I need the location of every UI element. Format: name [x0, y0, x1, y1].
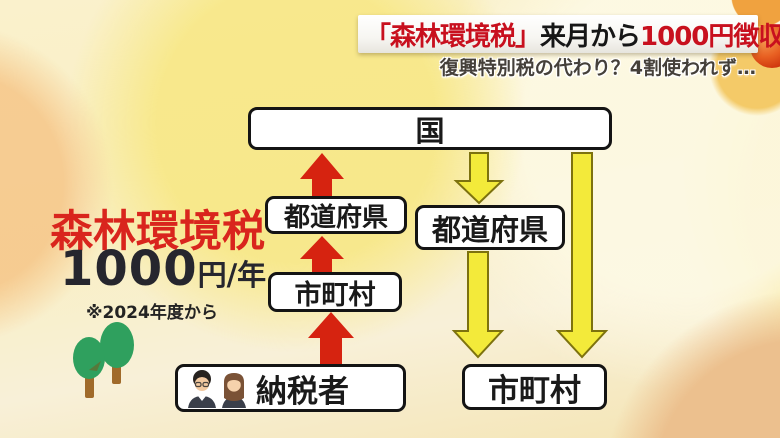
red-arrow-nozeisha-to-shichoson — [308, 312, 354, 364]
node-todofuken-left: 都道府県 — [265, 196, 407, 234]
tax-amount: 1000円/年 — [60, 241, 266, 297]
man-icon — [188, 370, 216, 408]
man-and-woman-icon — [188, 370, 246, 408]
tax-start-note: ※2024年度から — [86, 303, 218, 323]
sub-headline: 復興特別税の代わり？4割使われず… — [439, 57, 756, 79]
headline-middle-text: 来月から — [540, 21, 641, 52]
node-shichoson-right: 市町村 — [462, 364, 607, 410]
two-trees-icon — [73, 322, 134, 398]
woman-icon — [222, 373, 246, 408]
tax-amount-unit: 円/年 — [197, 258, 267, 292]
yellow-arrow-kuni-to-shichoson-long — [555, 152, 609, 359]
node-shichoson-left: 市町村 — [268, 272, 402, 312]
headline-banner: 「森林環境税」 来月から 1000円徴収 — [358, 15, 780, 53]
node-nozeisha: 納税者 — [175, 364, 406, 412]
headline-amount-text: 1000円徴収 — [640, 21, 780, 52]
tree-left — [73, 337, 105, 398]
tax-amount-value: 1000 — [60, 241, 198, 297]
yellow-arrows-group — [451, 152, 609, 359]
red-arrow-shichoson-to-todofuken — [300, 236, 344, 272]
yellow-arrow-todofuken-to-shichoson — [451, 251, 505, 359]
node-kuni: 国 — [248, 107, 612, 150]
red-arrow-todofuken-to-kuni — [300, 153, 344, 196]
node-nozeisha-label: 納税者 — [256, 373, 349, 410]
yellow-arrow-kuni-to-todofuken — [453, 152, 505, 205]
node-todofuken-right: 都道府県 — [415, 205, 565, 250]
tax-name-label: 森林環境税 — [50, 207, 265, 257]
headline-tax-name: 「森林環境税」 — [365, 21, 541, 52]
tree-right — [100, 322, 134, 384]
